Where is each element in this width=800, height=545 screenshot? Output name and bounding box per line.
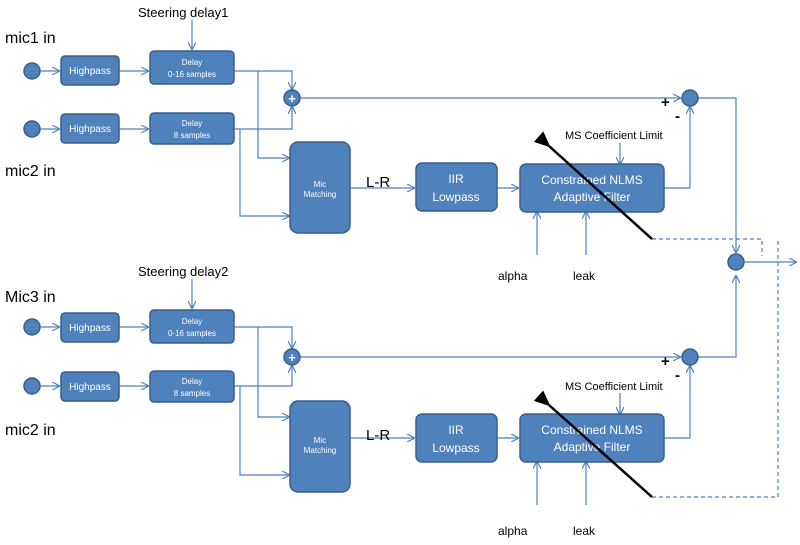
bottom-input2-label: mic2 in xyxy=(5,422,56,439)
bottom-alpha-label: alpha xyxy=(498,524,528,538)
top-iir-line2: Lowpass xyxy=(432,190,479,204)
bottom-delay1-block: Delay 0-16 samples xyxy=(149,309,235,344)
bottom-mic-matching-block: Mic Matching xyxy=(289,400,351,493)
bottom-leak-label: leak xyxy=(573,524,596,538)
bottom-iir-line1: IIR xyxy=(448,423,464,437)
bottom-sum-node xyxy=(283,348,301,366)
bottom-ms-limit-label: MS Coefficient Limit xyxy=(565,381,663,393)
bottom-highpass1-block: Highpass xyxy=(60,312,120,343)
top-delay1-block: Delay 0-16 samples xyxy=(149,50,235,85)
bottom-iir-lowpass-block: IIR Lowpass xyxy=(415,413,498,463)
top-output-sum-node xyxy=(681,89,699,107)
bottom-delay1-title: Delay xyxy=(182,317,202,326)
top-mic2-input-node xyxy=(23,120,41,138)
top-highpass2-label: Highpass xyxy=(69,124,111,135)
top-sum-symbol: + xyxy=(288,91,296,106)
top-ms-limit-label: MS Coefficient Limit xyxy=(565,130,663,142)
bottom-delay1-sub: 0-16 samples xyxy=(168,329,216,338)
top-input1-label: mic1 in xyxy=(5,30,56,47)
bottom-steering-label: Steering delay2 xyxy=(138,264,228,279)
top-delay1-sub: 0-16 samples xyxy=(168,70,216,79)
bottom-input1-label: Mic3 in xyxy=(5,289,56,306)
top-nlms-block: Constrained NLMS Adaptive Filter xyxy=(519,163,665,213)
bottom-highpass2-block: Highpass xyxy=(60,371,120,402)
bottom-highpass1-label: Highpass xyxy=(69,323,111,334)
bottom-adaptation-arrow xyxy=(533,390,653,498)
top-mic-matching-block: Mic Matching xyxy=(289,141,351,234)
top-nlms-line2: Adaptive Filter xyxy=(554,190,631,204)
bottom-minus-sign: - xyxy=(675,367,680,384)
bottom-mic-matching-line1: Mic xyxy=(314,436,326,445)
top-adaptation-arrow xyxy=(533,131,653,240)
top-alpha-label: alpha xyxy=(498,269,528,283)
top-channel: mic1 in mic2 in Steering delay1 xyxy=(5,5,763,283)
top-delay2-sub: 8 samples xyxy=(174,131,210,140)
top-sum-node xyxy=(283,89,301,107)
top-highpass1-label: Highpass xyxy=(69,66,111,77)
top-mic-matching-line1: Mic xyxy=(314,180,326,189)
bottom-sum-symbol: + xyxy=(288,350,296,365)
bottom-nlms-block: Constrained NLMS Adaptive Filter xyxy=(519,413,665,463)
bottom-delay2-sub: 8 samples xyxy=(174,389,210,398)
bottom-plus-sign: + xyxy=(661,353,670,370)
top-delay2-title: Delay xyxy=(182,119,202,128)
top-iir-line1: IIR xyxy=(448,172,464,186)
final-sum-node xyxy=(727,253,745,271)
bottom-channel: Mic3 in mic2 in Steering delay2 Highpass… xyxy=(5,239,779,538)
bottom-nlms-line2: Adaptive Filter xyxy=(554,440,631,454)
bottom-output-sum-node xyxy=(681,348,699,366)
top-mic-matching-line2: Matching xyxy=(304,190,336,199)
bottom-mic-matching-line2: Matching xyxy=(304,446,336,455)
bottom-mic3-input-node xyxy=(23,318,41,336)
top-nlms-line1: Constrained NLMS xyxy=(541,173,642,187)
bottom-lr-label: L-R xyxy=(366,427,390,444)
top-leak-label: leak xyxy=(573,269,596,283)
top-highpass2-block: Highpass xyxy=(60,113,120,144)
top-input2-label: mic2 in xyxy=(5,163,56,180)
bottom-iir-line2: Lowpass xyxy=(432,441,479,455)
top-iir-lowpass-block: IIR Lowpass xyxy=(415,162,498,212)
bottom-nlms-line1: Constrained NLMS xyxy=(541,423,642,437)
top-mic1-input-node xyxy=(23,62,41,80)
top-steering-label: Steering delay1 xyxy=(138,5,228,20)
top-lr-label: L-R xyxy=(366,174,390,191)
top-highpass1-block: Highpass xyxy=(60,55,120,86)
bottom-delay2-block: Delay 8 samples xyxy=(149,370,235,403)
top-minus-sign: - xyxy=(675,108,680,125)
bottom-delay2-title: Delay xyxy=(182,377,202,386)
top-plus-sign: + xyxy=(661,94,670,111)
top-delay1-title: Delay xyxy=(182,58,202,67)
top-delay2-block: Delay 8 samples xyxy=(149,112,235,145)
bottom-highpass2-label: Highpass xyxy=(69,382,111,393)
bottom-mic2-input-node xyxy=(23,377,41,395)
